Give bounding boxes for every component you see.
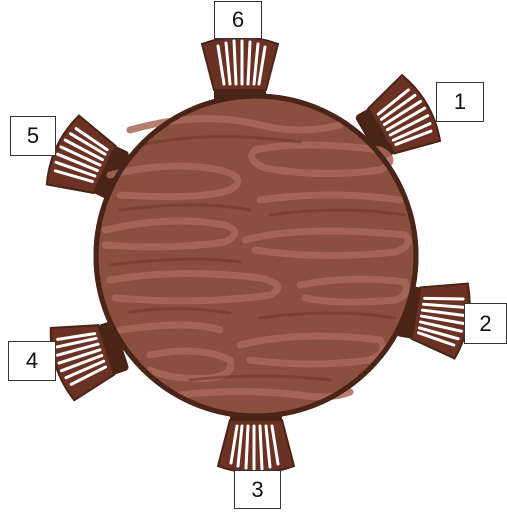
seat-label-3: 3 — [234, 470, 281, 509]
round-table — [96, 96, 416, 416]
seat-label-5: 5 — [10, 116, 56, 156]
seat-label-6: 6 — [214, 1, 262, 39]
seat-label-2: 2 — [464, 303, 507, 344]
seat-label-1: 1 — [436, 82, 484, 122]
seat-label-4: 4 — [8, 341, 56, 381]
